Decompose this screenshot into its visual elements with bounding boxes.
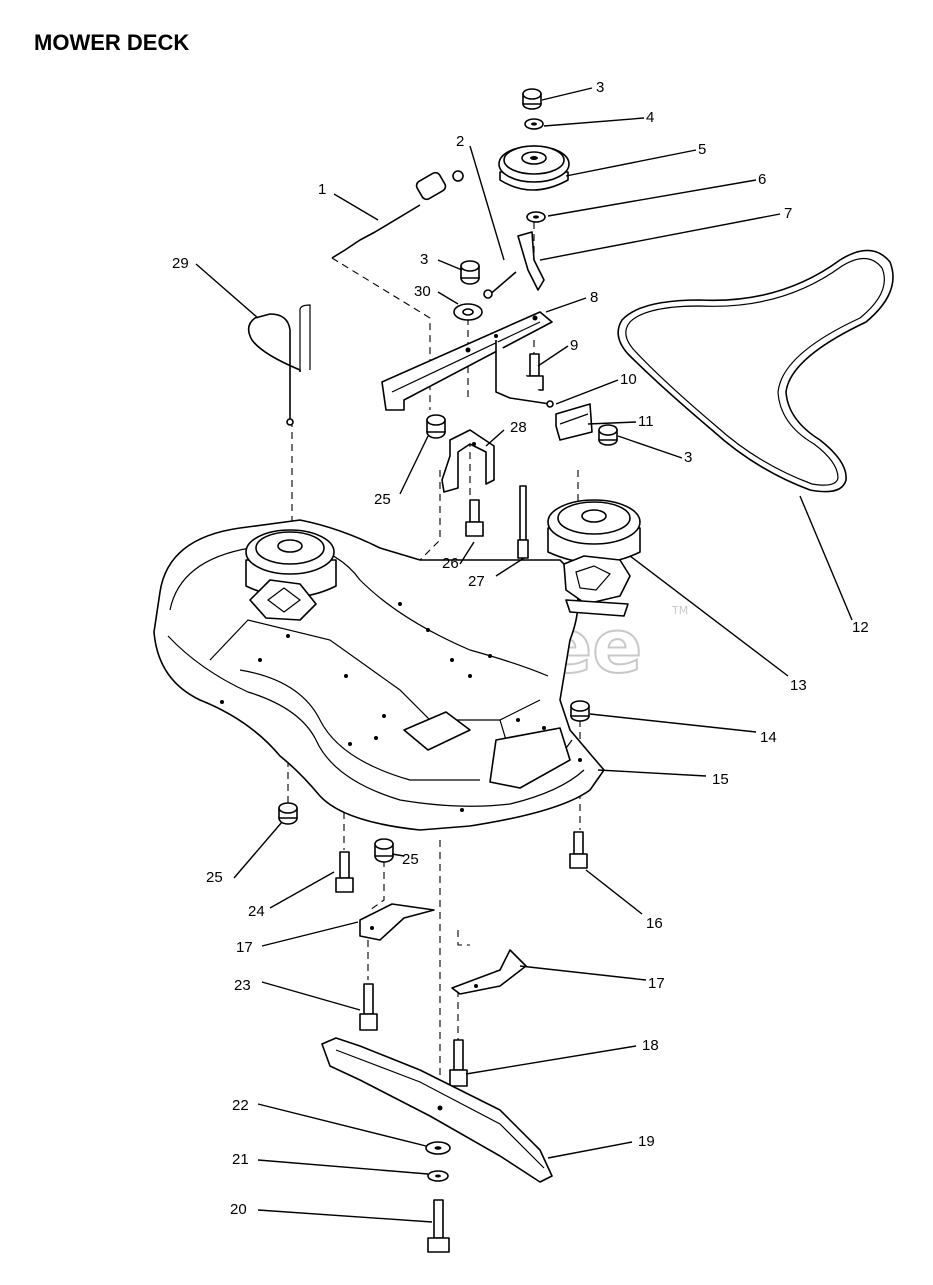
part-28-bracket xyxy=(441,429,495,493)
part-12-belt xyxy=(617,249,894,493)
part-11-belt-guide xyxy=(555,403,593,441)
callout-25-upper: 25 xyxy=(374,491,391,508)
part-17-stiffener-left xyxy=(359,903,435,941)
callout-16: 16 xyxy=(646,915,663,932)
callout-19: 19 xyxy=(638,1133,655,1150)
part-6-washer xyxy=(526,211,546,223)
callout-22: 22 xyxy=(232,1097,249,1114)
part-22-washer xyxy=(425,1141,451,1155)
part-8-idler-arm xyxy=(381,311,553,411)
callout-5: 5 xyxy=(698,141,706,158)
callout-2: 2 xyxy=(456,133,464,150)
part-13-spindle xyxy=(547,499,641,617)
part-20-bolt xyxy=(427,1199,450,1253)
callout-17-left: 17 xyxy=(236,939,253,956)
page-title: MOWER DECK xyxy=(34,30,190,55)
callout-30: 30 xyxy=(414,283,431,300)
part-5-idler-pulley xyxy=(498,145,570,191)
part-2-pin xyxy=(483,271,517,299)
callout-3-right: 3 xyxy=(684,449,692,466)
callout-18: 18 xyxy=(642,1037,659,1054)
part-25-nut-center xyxy=(374,838,394,863)
callout-25-left: 25 xyxy=(206,869,223,886)
callout-leader-lines xyxy=(195,87,853,1223)
part-4-washer xyxy=(524,118,544,130)
part-15-deck xyxy=(153,519,605,831)
callout-1: 1 xyxy=(318,181,326,198)
part-29-rod xyxy=(247,304,311,426)
part-3-nut-b xyxy=(598,424,618,446)
callout-27: 27 xyxy=(468,573,485,590)
callout-labels: 1 2 3 3 3 4 5 6 7 8 9 10 11 12 13 14 15 … xyxy=(172,79,869,1218)
part-24-bolt xyxy=(335,851,354,893)
callout-13: 13 xyxy=(790,677,807,694)
callout-14: 14 xyxy=(760,729,777,746)
watermark-trademark: TM xyxy=(671,604,688,617)
part-17-stiffener-right xyxy=(451,949,527,995)
callout-21: 21 xyxy=(232,1151,249,1168)
callout-25-center: 25 xyxy=(402,851,419,868)
callout-6: 6 xyxy=(758,171,766,188)
callout-9: 9 xyxy=(570,337,578,354)
callout-3-top: 3 xyxy=(596,79,604,96)
callout-17-right: 17 xyxy=(648,975,665,992)
callout-24: 24 xyxy=(248,903,265,920)
part-18-bolt xyxy=(449,1039,468,1087)
part-3-nut-top xyxy=(522,88,542,110)
callout-20: 20 xyxy=(230,1201,247,1218)
part-25-nut-upper xyxy=(426,414,446,439)
part-19-blade xyxy=(321,1037,553,1183)
callout-26: 26 xyxy=(442,555,459,572)
part-10-rod xyxy=(495,340,554,408)
assembly-guide-lines xyxy=(287,222,581,1100)
part-30-spacer xyxy=(453,303,483,321)
callout-8: 8 xyxy=(590,289,598,306)
part-26-bolt xyxy=(465,499,484,537)
callout-11: 11 xyxy=(638,413,654,430)
callout-3-left: 3 xyxy=(420,251,428,268)
left-spindle-assembly xyxy=(245,529,337,621)
part-27-pin xyxy=(517,485,529,559)
callout-10: 10 xyxy=(620,371,637,388)
callout-7: 7 xyxy=(784,205,792,222)
part-16-bolt xyxy=(569,831,588,869)
part-25-nut-left xyxy=(278,802,298,825)
part-23-bolt xyxy=(359,983,378,1031)
part-14-nut xyxy=(570,700,590,722)
callout-29: 29 xyxy=(172,255,189,272)
callout-15: 15 xyxy=(712,771,729,788)
callout-12: 12 xyxy=(852,619,869,636)
callout-23: 23 xyxy=(234,977,251,994)
callout-4: 4 xyxy=(646,109,654,126)
part-1-spring xyxy=(331,170,464,259)
part-21-washer xyxy=(427,1170,449,1182)
part-7-bracket xyxy=(517,231,545,291)
callout-28: 28 xyxy=(510,419,527,436)
part-3-nut-a xyxy=(460,260,480,285)
